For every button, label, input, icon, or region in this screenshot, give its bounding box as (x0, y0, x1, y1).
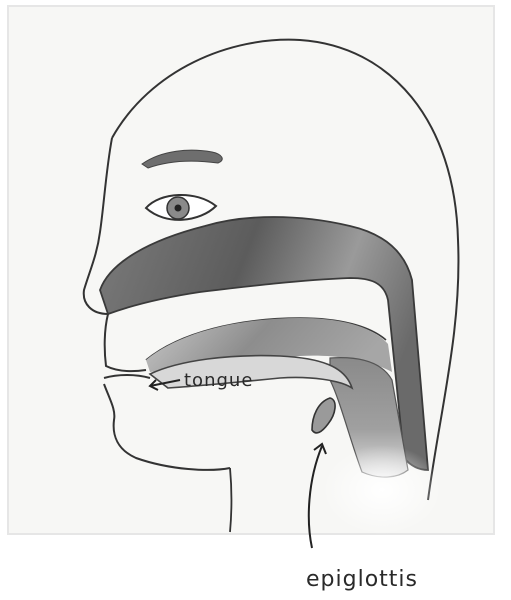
label-tongue: tongue (184, 370, 253, 391)
larynx-highlight (322, 445, 442, 535)
label-epiglottis: epiglottis (306, 567, 418, 592)
eye-pupil (175, 205, 182, 212)
